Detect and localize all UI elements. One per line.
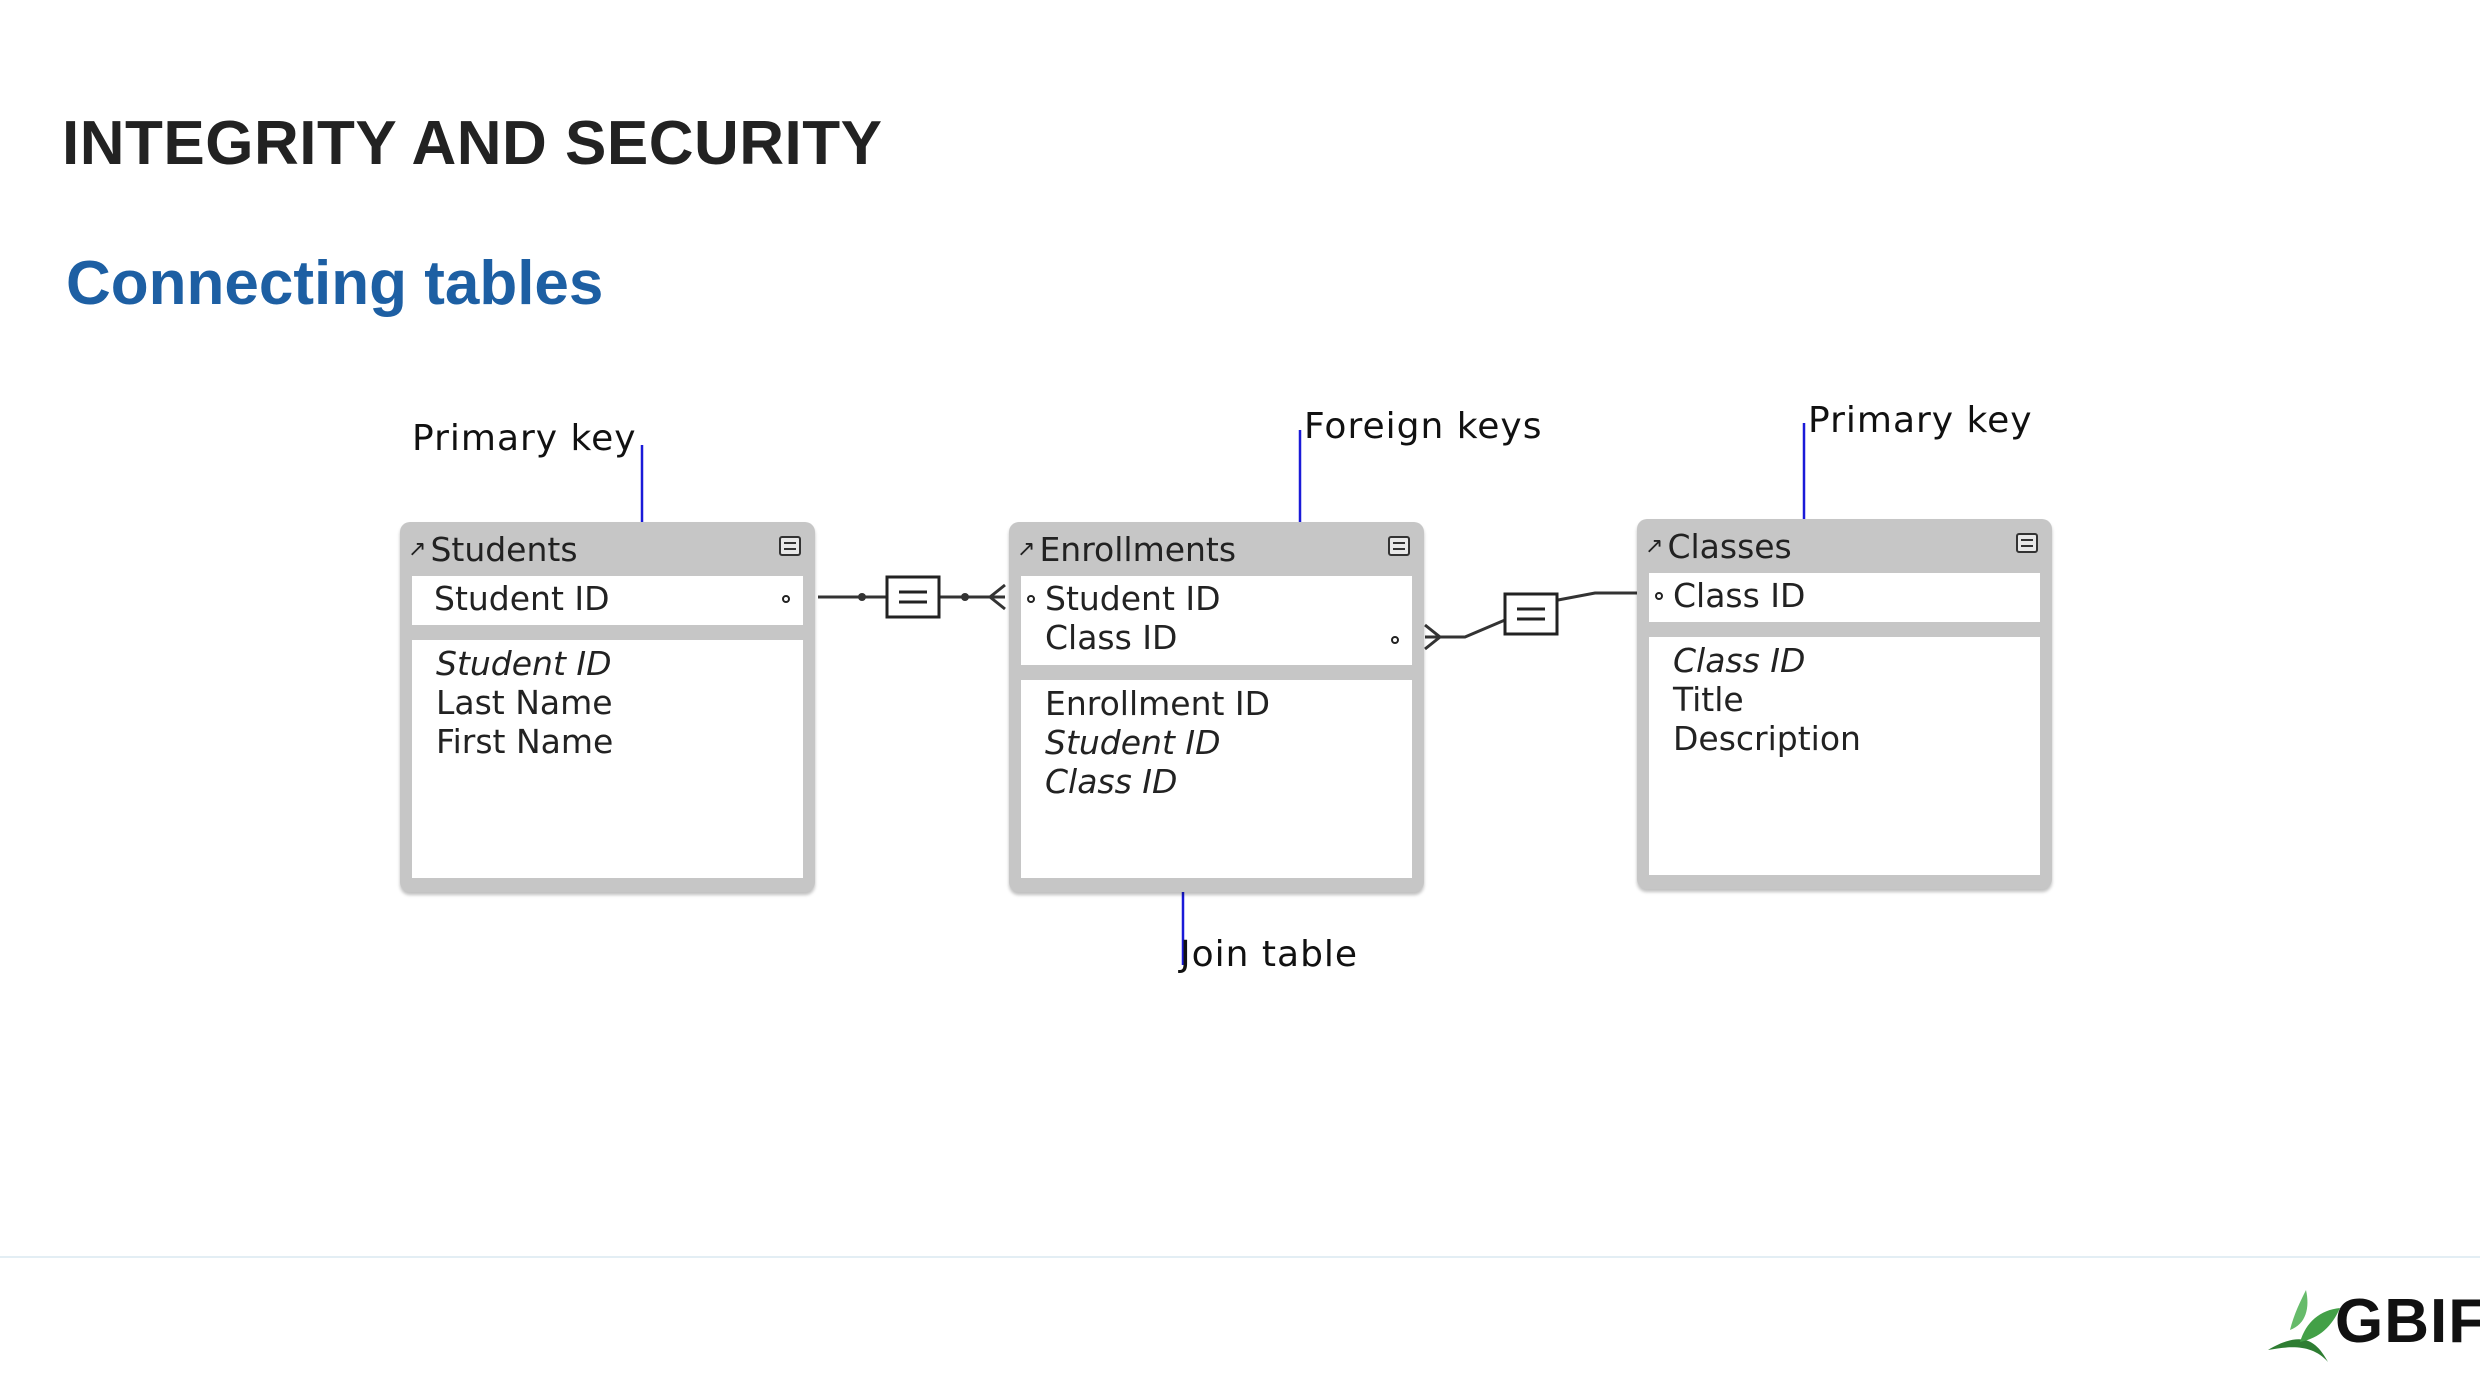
field-label: First Name bbox=[436, 722, 614, 761]
resize-arrow-icon: ↗ bbox=[408, 536, 427, 562]
relationship-enrollments-classes bbox=[1424, 591, 1640, 651]
field-label: Description bbox=[1673, 719, 1861, 758]
key-dot-icon bbox=[1655, 592, 1663, 600]
table-menu-icon[interactable] bbox=[1388, 536, 1410, 556]
key-row[interactable]: Student ID bbox=[412, 579, 803, 618]
table-header[interactable]: ↗ Classes bbox=[1637, 519, 2052, 573]
table-menu-icon[interactable] bbox=[779, 536, 801, 556]
key-label: Class ID bbox=[1045, 618, 1178, 657]
field-row[interactable]: Student ID bbox=[1021, 723, 1412, 762]
gbif-leaf-icon bbox=[2268, 1290, 2340, 1362]
key-dot-icon bbox=[1391, 636, 1399, 644]
key-label: Student ID bbox=[434, 579, 610, 618]
field-section: Student ID Last Name First Name bbox=[412, 640, 803, 878]
annotation-join-table: Join table bbox=[1180, 934, 1359, 975]
resize-arrow-icon: ↗ bbox=[1017, 536, 1036, 562]
key-row[interactable]: Class ID bbox=[1021, 618, 1412, 657]
field-label: Enrollment ID bbox=[1045, 684, 1271, 723]
field-label: Student ID bbox=[1045, 723, 1221, 762]
annotation-foreign-keys: Foreign keys bbox=[1304, 406, 1543, 447]
field-row[interactable]: First Name bbox=[412, 722, 803, 761]
relationship-students-enrollments bbox=[818, 575, 1006, 619]
students-table[interactable]: ↗ Students Student ID Student ID Last Na… bbox=[400, 522, 815, 892]
key-label: Class ID bbox=[1673, 576, 1806, 615]
table-name: Classes bbox=[1667, 526, 1792, 566]
field-row[interactable]: Last Name bbox=[412, 683, 803, 722]
field-row[interactable]: Student ID bbox=[412, 644, 803, 683]
field-label: Class ID bbox=[1045, 762, 1178, 801]
classes-table[interactable]: ↗ Classes Class ID Class ID Title Descri… bbox=[1637, 519, 2052, 889]
annotation-primary-key-left: Primary key bbox=[412, 418, 637, 459]
field-row[interactable]: Class ID bbox=[1649, 641, 2040, 680]
field-label: Class ID bbox=[1673, 641, 1806, 680]
table-name: Enrollments bbox=[1039, 529, 1237, 569]
field-section: Class ID Title Description bbox=[1649, 637, 2040, 875]
key-dot-icon bbox=[782, 595, 790, 603]
key-row[interactable]: Class ID bbox=[1649, 576, 2040, 615]
table-name: Students bbox=[430, 529, 578, 569]
field-row[interactable]: Description bbox=[1649, 719, 2040, 758]
key-section: Student ID Class ID bbox=[1021, 576, 1412, 665]
enrollments-table[interactable]: ↗ Enrollments Student ID Class ID Enroll… bbox=[1009, 522, 1424, 892]
annotation-primary-key-right: Primary key bbox=[1808, 400, 2033, 441]
field-row[interactable]: Class ID bbox=[1021, 762, 1412, 801]
key-label: Student ID bbox=[1045, 579, 1221, 618]
key-dot-icon bbox=[1027, 595, 1035, 603]
field-label: Title bbox=[1673, 680, 1744, 719]
key-section: Class ID bbox=[1649, 573, 2040, 622]
gbif-logo-text: GBIF bbox=[2335, 1287, 2480, 1356]
table-menu-icon[interactable] bbox=[2016, 533, 2038, 553]
field-row[interactable]: Title bbox=[1649, 680, 2040, 719]
field-section: Enrollment ID Student ID Class ID bbox=[1021, 680, 1412, 878]
slide-subtitle: Connecting tables bbox=[66, 249, 604, 318]
slide-title: INTEGRITY AND SECURITY bbox=[62, 109, 883, 178]
field-label: Last Name bbox=[436, 683, 613, 722]
footer-divider bbox=[0, 1256, 2480, 1258]
resize-arrow-icon: ↗ bbox=[1645, 533, 1664, 559]
key-row[interactable]: Student ID bbox=[1021, 579, 1412, 618]
table-header[interactable]: ↗ Students bbox=[400, 522, 815, 576]
field-label: Student ID bbox=[436, 644, 612, 683]
key-section: Student ID bbox=[412, 576, 803, 625]
field-row[interactable]: Enrollment ID bbox=[1021, 684, 1412, 723]
table-header[interactable]: ↗ Enrollments bbox=[1009, 522, 1424, 576]
